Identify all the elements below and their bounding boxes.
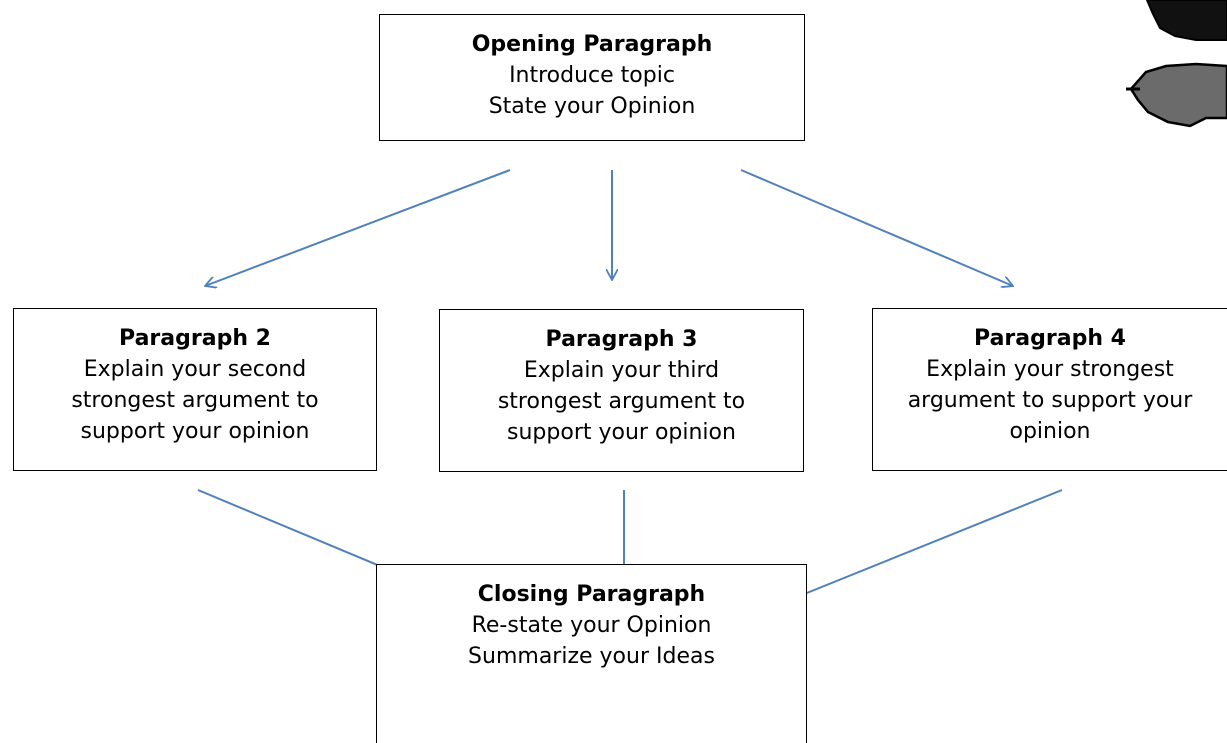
paragraph-2-title: Paragraph 2 [119, 326, 271, 351]
paragraph-3-line: support your opinion [507, 420, 736, 445]
paragraph-2-line: support your opinion [80, 419, 310, 444]
paragraph-4-title: Paragraph 4 [974, 326, 1126, 351]
paragraph-3-box: Paragraph 3 Explain your third strongest… [439, 309, 804, 472]
paragraph-4-line: argument to support your [907, 388, 1193, 413]
opening-paragraph-line: State your Opinion [488, 94, 696, 119]
paragraph-3-title: Paragraph 3 [545, 327, 698, 352]
paragraph-4-line: opinion [1009, 419, 1091, 444]
paragraph-4-line: Explain your strongest [926, 357, 1174, 382]
arrow-opening-to-p4 [740, 169, 1013, 286]
paragraph-2-line: Explain your second [83, 357, 307, 382]
arrow-opening-to-p2 [205, 169, 511, 286]
opening-paragraph-box: Opening Paragraph Introduce topic State … [379, 14, 805, 141]
closing-paragraph-line: Re-state your Opinion [471, 613, 712, 638]
dark-blob-shape [1145, 0, 1227, 41]
arrow-p4-to-closing [782, 489, 1063, 603]
opening-paragraph-line: Introduce topic [509, 63, 675, 88]
paragraph-4-box: Paragraph 4 Explain your strongest argum… [872, 308, 1227, 471]
paragraph-2-box: Paragraph 2 Explain your second stronges… [13, 308, 377, 471]
closing-paragraph-box: Closing Paragraph Re-state your Opinion … [376, 564, 807, 743]
paragraph-2-line: strongest argument to [71, 388, 319, 413]
gray-blob-shape [1129, 62, 1227, 128]
paragraph-3-line: Explain your third [523, 358, 720, 383]
closing-paragraph-title: Closing Paragraph [477, 582, 706, 607]
closing-paragraph-line: Summarize your Ideas [468, 644, 715, 669]
paragraph-3-line: strongest argument to [497, 389, 746, 414]
opening-paragraph-title: Opening Paragraph [471, 32, 713, 57]
